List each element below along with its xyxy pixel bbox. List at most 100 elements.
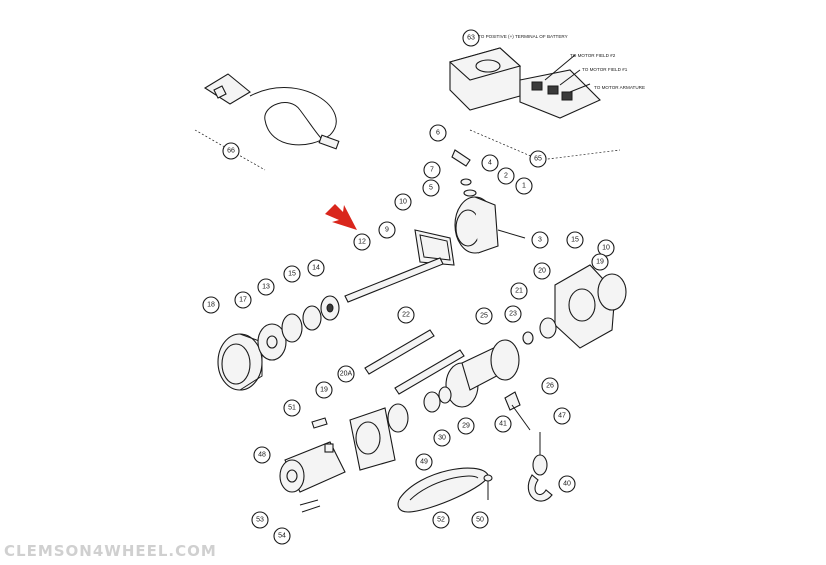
callout-50: 50 xyxy=(471,511,489,529)
svg-text:20: 20 xyxy=(538,268,546,275)
svg-text:48: 48 xyxy=(258,452,266,459)
callout-2: 2 xyxy=(497,167,515,185)
callout-19a: 19 xyxy=(315,381,333,399)
callout-49: 49 xyxy=(415,453,433,471)
svg-text:22: 22 xyxy=(402,312,410,319)
gasket xyxy=(414,229,455,266)
callout-7: 7 xyxy=(423,161,441,179)
callout-65: 65 xyxy=(529,150,547,168)
motor-housing xyxy=(349,407,396,471)
svg-text:10: 10 xyxy=(399,199,407,206)
svg-text:53: 53 xyxy=(256,517,264,524)
svg-text:9: 9 xyxy=(385,227,389,234)
callout-22: 22 xyxy=(397,306,415,324)
svg-text:3: 3 xyxy=(538,237,542,244)
callout-4: 4 xyxy=(481,154,499,172)
svg-text:21: 21 xyxy=(515,288,523,295)
svg-text:41: 41 xyxy=(499,421,507,428)
svg-text:50: 50 xyxy=(476,517,484,524)
callout-9: 9 xyxy=(378,221,396,239)
brake-parts xyxy=(451,149,477,197)
callout-30: 30 xyxy=(433,429,451,447)
sun-gears xyxy=(302,295,340,331)
callout-15a: 15 xyxy=(283,265,301,283)
svg-text:14: 14 xyxy=(312,265,320,272)
callout-19b: 19 xyxy=(591,253,609,271)
washer xyxy=(522,331,534,345)
callout-5: 5 xyxy=(422,179,440,197)
svg-text:6: 6 xyxy=(436,130,440,137)
drum-bearing xyxy=(387,403,409,433)
callout-12: 12 xyxy=(353,233,371,251)
ring-gear xyxy=(217,333,263,391)
callout-1: 1 xyxy=(515,177,533,195)
callout-18: 18 xyxy=(202,296,220,314)
svg-text:7: 7 xyxy=(430,167,434,174)
callout-3: 3 xyxy=(531,231,549,249)
callout-48: 48 xyxy=(253,446,271,464)
callout-52: 52 xyxy=(432,511,450,529)
callout-21: 21 xyxy=(510,282,528,300)
end-housing xyxy=(454,196,526,254)
callout-15b: 15 xyxy=(566,231,584,249)
watermark: CLEMSON4WHEEL.COM xyxy=(4,542,217,560)
svg-text:4: 4 xyxy=(488,160,492,167)
callout-23: 23 xyxy=(504,305,522,323)
svg-text:19: 19 xyxy=(320,387,328,394)
svg-text:49: 49 xyxy=(420,459,428,466)
callout-6: 6 xyxy=(429,124,447,142)
svg-text:13: 13 xyxy=(262,284,270,291)
tie-rod xyxy=(364,329,465,395)
svg-text:2: 2 xyxy=(504,173,508,180)
remote-control xyxy=(203,73,340,150)
red-arrow-icon xyxy=(325,204,357,230)
callout-10b: 10 xyxy=(597,239,615,257)
coupling xyxy=(423,386,452,413)
label-field-2: TO MOTOR FIELD #2 xyxy=(570,53,616,58)
svg-text:47: 47 xyxy=(558,413,566,420)
callout-20: 20 xyxy=(533,262,551,280)
svg-text:5: 5 xyxy=(429,185,433,192)
svg-text:25: 25 xyxy=(480,313,488,320)
callout-29: 29 xyxy=(457,417,475,435)
drive-shaft xyxy=(344,257,444,303)
carrier xyxy=(257,323,287,361)
svg-text:26: 26 xyxy=(546,383,554,390)
control-box xyxy=(448,47,601,119)
callout-66: 66 xyxy=(222,142,240,160)
svg-text:15: 15 xyxy=(571,237,579,244)
label-battery: TO POSITIVE (+) TERMINAL OF BATTERY xyxy=(478,34,568,39)
end-bracket xyxy=(554,264,627,349)
svg-text:18: 18 xyxy=(207,302,215,309)
svg-text:23: 23 xyxy=(509,311,517,318)
svg-text:51: 51 xyxy=(288,405,296,412)
hook xyxy=(527,432,553,502)
callout-25: 25 xyxy=(475,307,493,325)
callout-54: 54 xyxy=(273,527,291,545)
callout-47: 47 xyxy=(553,407,571,425)
thrust-washer xyxy=(281,313,303,343)
callout-17: 17 xyxy=(234,291,252,309)
svg-text:52: 52 xyxy=(437,517,445,524)
motor-studs xyxy=(299,417,328,513)
callout-41: 41 xyxy=(494,415,512,433)
callout-13: 13 xyxy=(257,278,275,296)
bushing xyxy=(539,317,557,339)
callout-40: 40 xyxy=(558,475,576,493)
svg-text:29: 29 xyxy=(462,423,470,430)
callout-51: 51 xyxy=(283,399,301,417)
svg-text:12: 12 xyxy=(358,239,366,246)
hook-strap xyxy=(397,467,489,513)
svg-text:15: 15 xyxy=(288,271,296,278)
svg-text:19: 19 xyxy=(596,259,604,266)
callout-20a: 20A xyxy=(337,365,355,383)
callout-53: 53 xyxy=(251,511,269,529)
svg-text:65: 65 xyxy=(534,156,542,163)
svg-text:20A: 20A xyxy=(340,371,353,378)
label-armature: TO MOTOR ARMATURE xyxy=(594,85,645,90)
svg-text:17: 17 xyxy=(239,297,247,304)
svg-text:30: 30 xyxy=(438,435,446,442)
svg-text:54: 54 xyxy=(278,533,286,540)
motor xyxy=(279,441,346,493)
